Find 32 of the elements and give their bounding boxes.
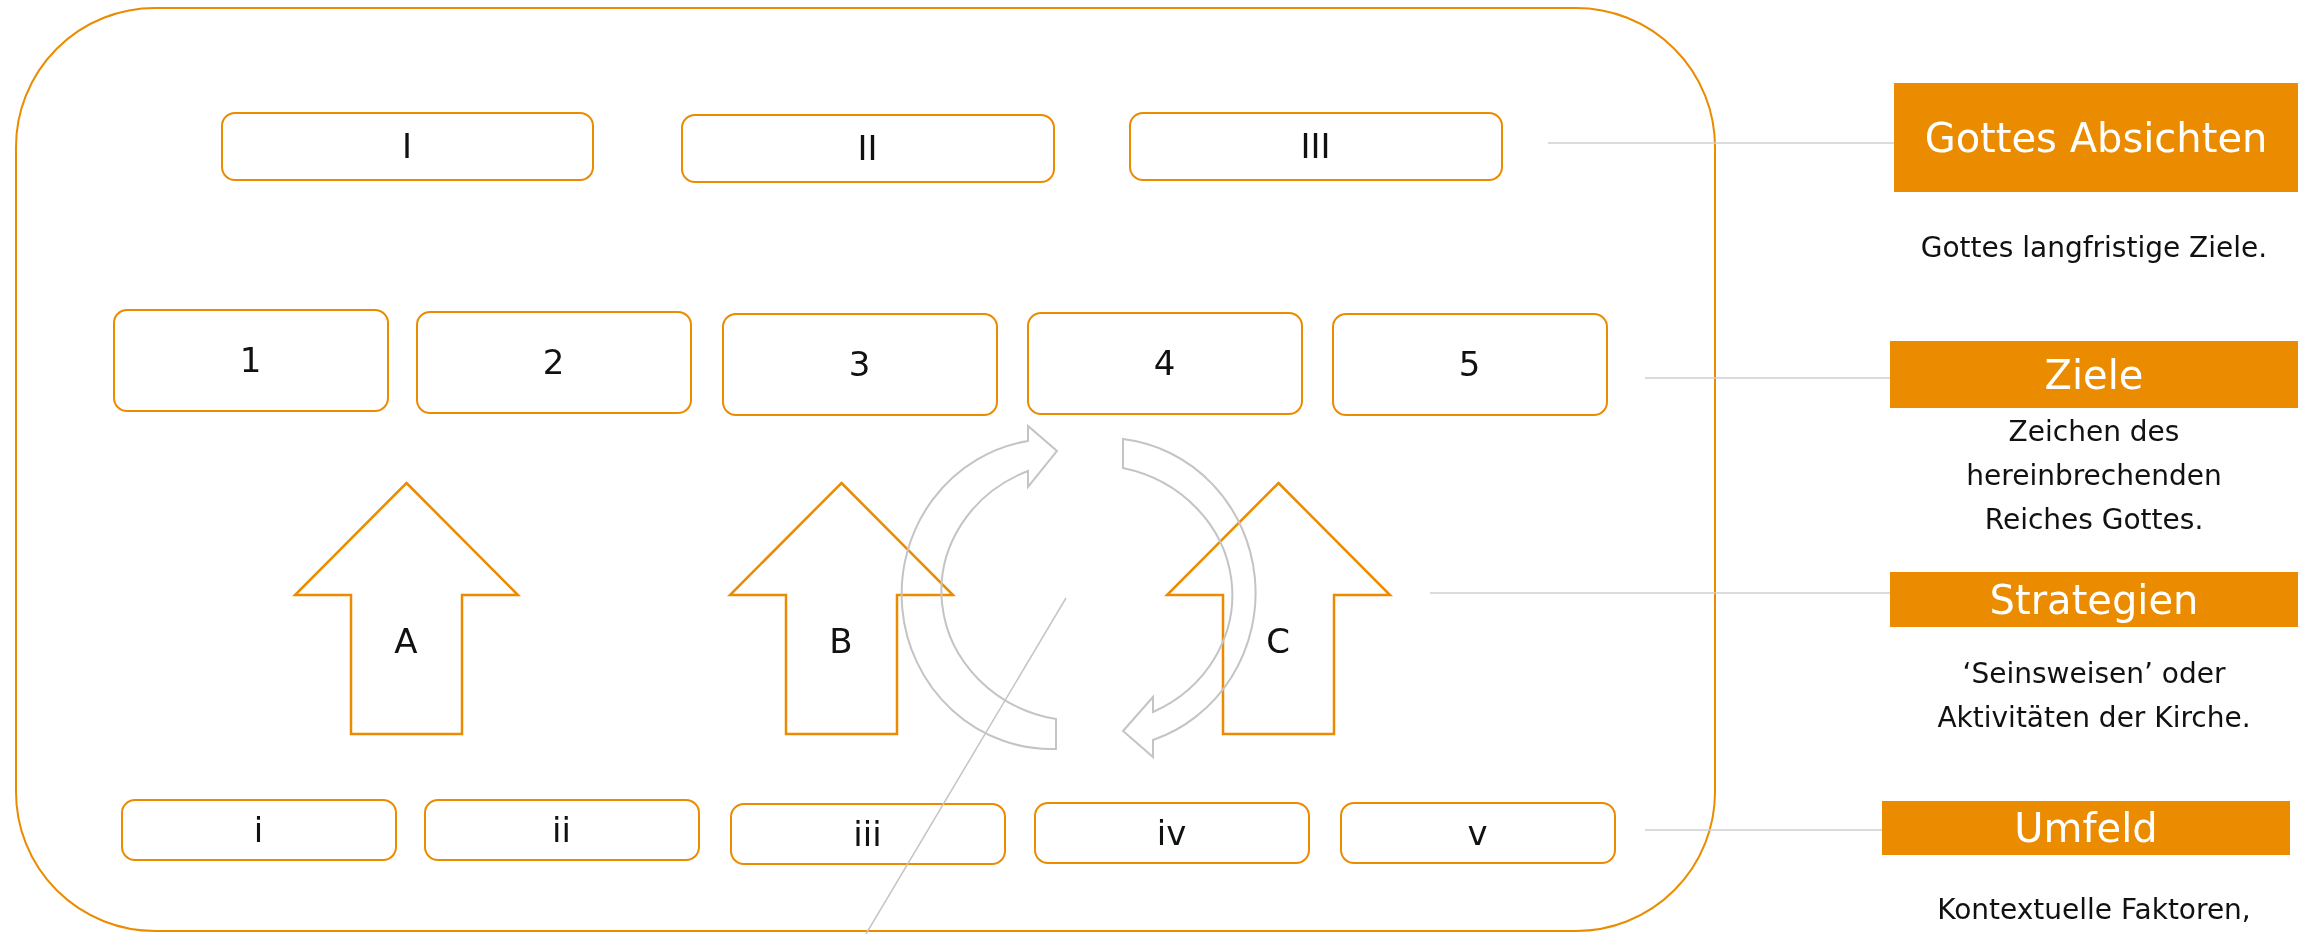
rounded-box: v [1339,801,1616,864]
leader-line [1644,377,1891,379]
heading-bar: Gottes Absichten [1894,83,2298,192]
rounded-box: ii [423,798,700,861]
rounded-box: 4 [1026,311,1303,415]
arrow-label: B [829,620,853,661]
heading-bar: Ziele [1890,341,2298,408]
heading-bar: Umfeld [1882,801,2290,855]
leader-line [1429,592,1891,594]
rounded-box: 1 [112,308,389,412]
rounded-box: 2 [415,310,692,414]
arrow-label: A [394,620,418,661]
description-text: Zeichen des hereinbrechenden Reiches Gottes. [1965,414,2223,538]
description-text: ‘Seinsweisen’ oder Aktivitäten der Kirche. [1936,656,2252,736]
leader-line [1547,142,1895,144]
up-arrow-shape [1166,482,1390,734]
description-text: Kontextuelle Faktoren, [1936,892,2252,928]
rounded-box: i [120,798,397,861]
rounded-box: 3 [721,312,998,416]
leader-line [1644,829,1883,831]
up-arrow-shape [294,482,518,734]
rounded-box: II [680,113,1055,183]
description-text: Gottes langfristige Ziele. [1919,230,2269,266]
rounded-box: iii [729,802,1006,865]
rounded-frame [15,7,1716,932]
heading-bar: Strategien [1890,572,2298,627]
arrow-label: C [1266,620,1290,661]
rounded-box: I [220,111,594,181]
up-arrow-shape [729,482,953,734]
rounded-box: 5 [1331,312,1608,416]
rounded-box: iv [1033,801,1310,864]
rounded-box: III [1128,111,1503,181]
